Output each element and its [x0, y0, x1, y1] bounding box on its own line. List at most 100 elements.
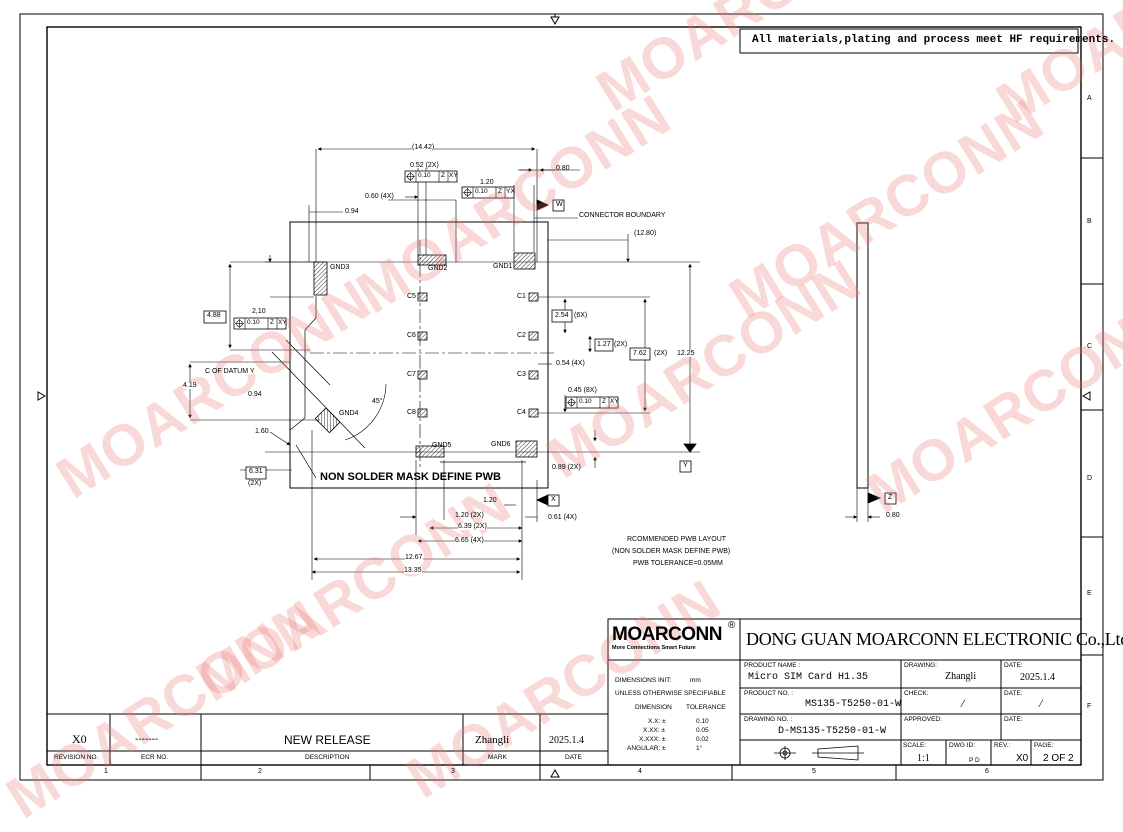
column-ticks [200, 157, 1103, 780]
tol-value: 1° [696, 745, 703, 752]
pwb-outline [289, 221, 549, 489]
dim-text: 12.25 [677, 350, 695, 357]
page-label: PAGE: [1034, 742, 1054, 749]
recommend-note: RCOMMENDED PWB LAYOUT [627, 536, 727, 543]
check-label: CHECK: [904, 690, 929, 697]
dim-text: 0.54 (4X) [556, 360, 585, 367]
dim-text: 0.45 (8X) [568, 387, 597, 394]
description-header: DESCRIPTION [305, 754, 350, 761]
pad-label: GND6 [491, 441, 511, 448]
dim-text: 0.61 (4X) [548, 514, 577, 521]
gdt-datums: Z [498, 188, 502, 195]
gdt-datums: Z [441, 172, 445, 179]
row-label: E [1087, 590, 1092, 597]
date-label: DATE: [1004, 716, 1023, 723]
dim-text: 0.52 (2X) [410, 162, 439, 169]
unless-note: UNLESS OTHERWISE SPECIFIABLE [615, 690, 726, 697]
gdt-datums: XY [610, 398, 619, 405]
dim-text: 4.88 [207, 312, 221, 319]
pad-label: C1 [517, 293, 526, 300]
gdt-datums: Z [270, 319, 274, 326]
dim-text: 12.67 [405, 554, 423, 561]
datum-label: Y [683, 462, 688, 469]
pad-label: C5 [407, 293, 416, 300]
dim-text: (2X) [248, 480, 262, 487]
recommend-note: PWB TOLERANCE=0.05MM [633, 560, 723, 567]
tol-header: TOLERANCE [686, 704, 726, 711]
drawing-by-label: DRAWING: [904, 662, 937, 669]
projection-symbol [774, 745, 864, 761]
row-label: F [1087, 703, 1092, 710]
dim-text: 6.65 (4X) [455, 537, 484, 544]
pad-label: GND5 [432, 442, 452, 449]
pad-label: GND4 [339, 410, 359, 417]
datum-label: X [551, 496, 556, 503]
gdt-datums: Z [602, 398, 606, 405]
check-date: / [1039, 696, 1043, 710]
tol-dim: ANGULAR: ± [627, 745, 666, 752]
dim-text: 0.94 [345, 208, 359, 215]
gdt-tolerance: 0.10 [579, 398, 592, 405]
datum-label: W [556, 201, 563, 208]
scale-label: SCALE: [903, 742, 927, 749]
date-label: DATE: [1004, 662, 1023, 669]
gdt-tolerance: 0.10 [418, 172, 431, 179]
tol-dim: X.X: ± [648, 718, 666, 725]
pad-label: GND2 [428, 265, 448, 272]
dwg-id: P D [969, 757, 980, 764]
dim-text: 0.94 [248, 391, 262, 398]
product-name-label: PRODUCT NAME : [744, 662, 801, 669]
draw-date: 2025.1.4 [1020, 672, 1055, 683]
drawing-svg [19, 13, 1104, 781]
tol-value: 0.10 [696, 718, 709, 725]
product-no: MS135-T5250-01-W [805, 699, 902, 710]
pad-label: C4 [517, 409, 526, 416]
col-label: 3 [451, 768, 455, 775]
dim-text: (12.80) [634, 230, 657, 237]
gdt-datums: XY [449, 172, 458, 179]
datum-y-note: C OF DATUM Y [205, 368, 255, 375]
date-value: 2025.1.4 [549, 735, 584, 746]
row-label: A [1087, 95, 1092, 102]
company-name: DONG GUAN MOARCONN ELECTRONIC Co.,Ltd. [746, 629, 1123, 649]
dim-text: (2X) [654, 350, 668, 357]
dim-text: 1.27 [597, 341, 611, 348]
dim-text: 0.80 [886, 512, 900, 519]
dim-text: 0.60 (4X) [365, 193, 394, 200]
tol-dim: X.XXX: ± [639, 736, 666, 743]
dim-text: 1.20 (2X) [455, 512, 484, 519]
logo-tagline: More Connections Smart Future [612, 645, 696, 651]
dim-text: CONNECTOR BOUNDARY [579, 212, 666, 219]
col-label: 4 [638, 768, 642, 775]
dim-text: 0.80 [556, 165, 570, 172]
dim-unit-label: DIMENSIONS INIT: [615, 677, 672, 684]
inner-frame [46, 26, 1082, 766]
gdt-tolerance: 0.10 [475, 188, 488, 195]
dim-text: (2X) [614, 341, 628, 348]
gdt-datums: XY [278, 319, 287, 326]
date-label: DATE: [1004, 690, 1023, 697]
dim-text: 2.54 [555, 312, 569, 319]
drawing-no-label: DRAWING NO. : [744, 716, 793, 723]
gdt-datums: YX [506, 188, 515, 195]
company-logo: MOARCONN [612, 624, 723, 645]
dim-text: (6X) [574, 312, 588, 319]
datum-label: Z [888, 494, 893, 501]
rev-label: REV.: [994, 742, 1011, 749]
pad-label: GND3 [330, 264, 350, 271]
recommend-note: (NON SOLDER MASK DEFINE PWB) [612, 548, 731, 555]
tol-header: DIMENSION [635, 704, 672, 711]
pad-label: C7 [407, 371, 416, 378]
dim-text: 2,10 [252, 308, 266, 315]
gdt-tolerance: 0.10 [247, 319, 260, 326]
tol-value: 0.02 [696, 736, 709, 743]
date-header: DATE [565, 754, 582, 761]
outer-frame [19, 13, 1104, 781]
drawing-by: Zhangli [945, 671, 977, 682]
col-label: 5 [812, 768, 816, 775]
dwg-id-label: DWG ID: [949, 742, 975, 749]
dim-text: 1.20 [483, 497, 497, 504]
drawing-no: D-MS135-T5250-01-W [778, 726, 887, 737]
pad-label: C3 [517, 371, 526, 378]
rev-value: X0 [1016, 753, 1029, 764]
